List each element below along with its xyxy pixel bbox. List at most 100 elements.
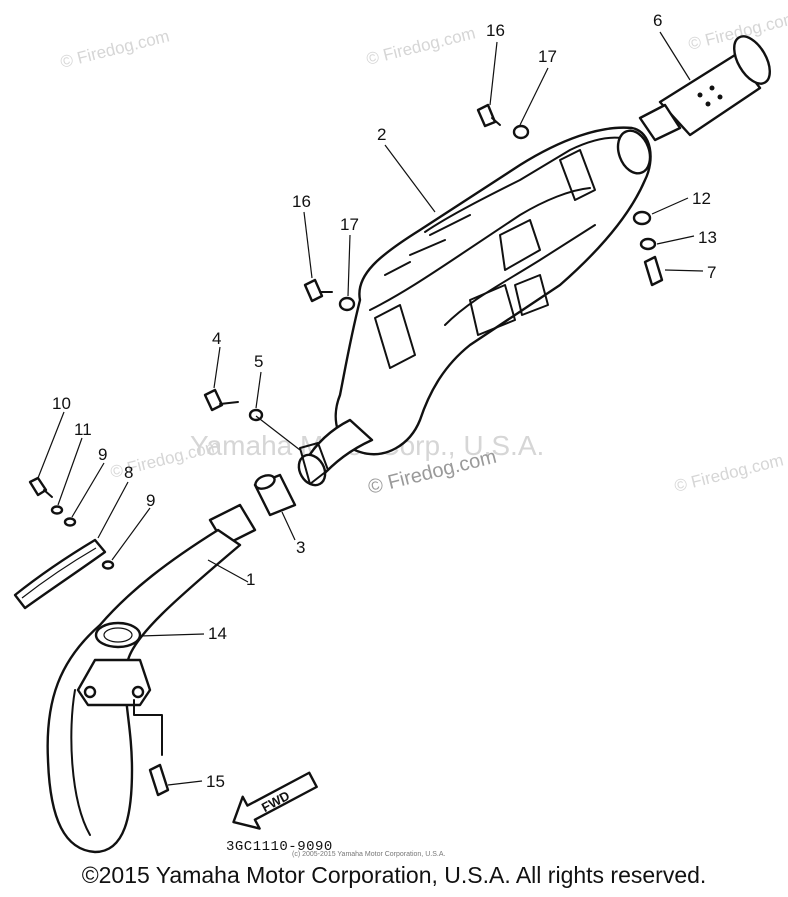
footer-copyright: ©2015 Yamaha Motor Corporation, U.S.A. A… [81,862,707,888]
callout-2: 2 [377,125,386,144]
spark-arrester-flange [638,103,682,142]
muffler-panel-3 [514,274,549,316]
bolt-15-head [148,763,170,797]
exhaust-pipe-contour [70,689,91,836]
bolt-7-head [643,255,664,287]
callout-16-lower: 16 [292,192,311,211]
muffler-front-bracket [374,304,416,369]
leader-15-path [133,699,163,756]
washer-5 [248,408,264,422]
spark-arrester-hole [709,85,715,91]
muffler-seam-top [424,136,631,233]
callout-16-upper: 16 [486,21,505,40]
spark-arrester-cap [733,35,771,85]
fwd-arrow: FWD [232,771,318,830]
leader-9-lower [111,507,151,561]
muffler-body [297,126,652,487]
watermark-mid-right: © Firedog.com [672,450,785,495]
nut-13 [639,237,657,251]
spark-arrester [638,35,771,142]
joint-sleeve-end [254,474,276,490]
spark-arrester-hole [705,101,711,107]
muffler-rear-bracket [559,149,596,201]
callout-3: 3 [296,538,305,557]
callout-10: 10 [52,394,71,413]
exhaust-pipe-body [46,528,242,854]
bolt-10-shank [43,489,53,498]
header-flange-hole [83,685,97,699]
exhaust-pipe [46,503,257,854]
spark-arrester-hole [697,92,703,98]
bolt-16-lower-head [303,278,324,303]
leader-3 [281,511,296,541]
callout-numbers: 1 2 3 4 5 6 7 8 9 9 10 11 12 13 14 15 16… [52,11,717,791]
leader-5-to-muffler [255,415,301,451]
fwd-label: FWD [259,788,292,815]
leader-8 [97,481,129,539]
callout-5: 5 [254,352,263,371]
leader-6 [659,31,691,81]
watermark-top-left: © Firedog.com [58,26,171,71]
leader-14 [139,633,205,637]
washer-12 [632,210,652,226]
fasteners [28,103,664,797]
leader-12 [651,197,689,215]
leader-lines [37,31,704,786]
bolt-10-head [28,476,48,497]
muffler-outlet [616,129,652,175]
fwd-arrow-shape [232,771,318,830]
heat-protector [13,538,107,610]
heat-protector-slot [21,547,97,599]
muffler-panel-1 [499,219,541,271]
muffler-seam-low [444,224,596,326]
leader-16-lower [303,211,313,279]
callout-8: 8 [124,463,133,482]
leader-7 [664,269,704,272]
watermark-top-center: © Firedog.com [364,23,477,68]
muffler-seam-mid [369,187,591,311]
header-flange-plate [76,658,152,707]
bolt-4-head [203,388,224,412]
callout-17-upper: 17 [538,47,557,66]
callout-4: 4 [212,329,221,348]
leader-11 [57,437,83,506]
washer-9-lower [101,560,115,570]
leader-15 [167,780,203,786]
callout-13: 13 [698,228,717,247]
muffler-inlet-clamp [299,442,329,485]
leader-16-upper [489,41,498,106]
callout-12: 12 [692,189,711,208]
washer-9-upper [63,517,77,527]
washer-17-upper [512,124,530,140]
part-code: 3GC1110-9090 [226,839,333,855]
leader-5 [255,371,262,409]
leader-13 [656,235,695,245]
callout-1: 1 [246,570,255,589]
leader-9-upper [71,462,105,518]
gasket-inner [103,627,133,643]
leader-17-upper [519,67,549,126]
callout-7: 7 [707,263,716,282]
leader-10 [37,411,65,479]
callout-14: 14 [208,624,227,643]
leader-1 [207,559,249,583]
callout-17-lower: 17 [340,215,359,234]
washer-17-lower [338,296,356,312]
bolt-16-upper-shank [491,117,501,126]
leader-4 [213,346,221,389]
callout-6: 6 [653,11,662,30]
muffler-ribs [384,214,471,276]
leader-17-lower [347,234,351,297]
callout-9-lower: 9 [146,491,155,510]
small-copyright: (c) 2005-2015 Yamaha Motor Corporation, … [292,851,445,858]
gasket [94,621,142,649]
callout-15: 15 [206,772,225,791]
callout-9-upper: 9 [98,445,107,464]
bolt-4-shank [219,401,239,405]
spark-arrester-hole [717,94,723,100]
muffler-panel-2 [469,284,516,336]
spark-arrester-tube [658,53,762,137]
washer-11 [50,505,64,515]
header-flange [76,658,163,756]
